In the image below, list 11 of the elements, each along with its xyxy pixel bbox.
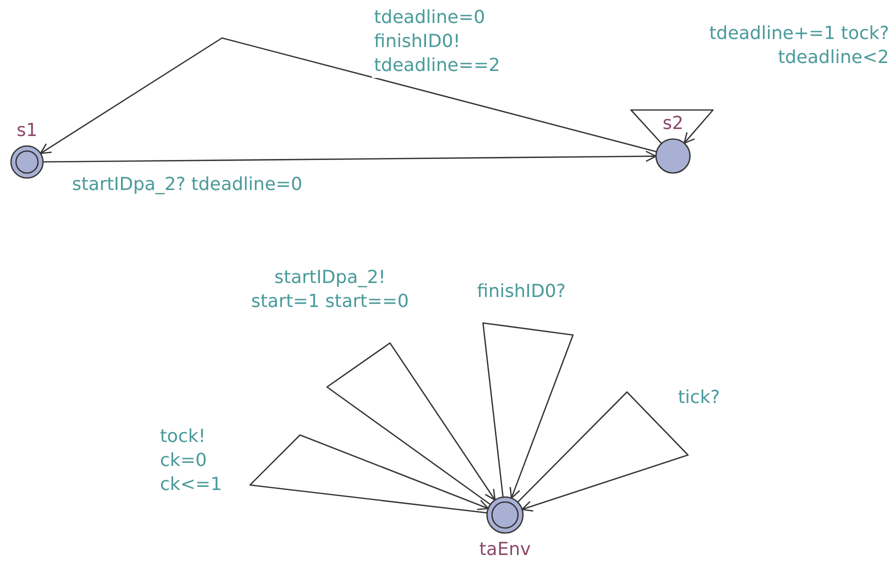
edge-label: startIDpa_2? tdeadline=0 [70,173,304,197]
transition-arrow [482,322,574,499]
transition-arrow [326,342,496,506]
transition-arrow [630,109,714,144]
state-name: s2 [662,114,684,134]
transition-arrow [40,37,657,154]
transition-arrow [43,150,657,163]
transition-arrow [249,434,489,514]
state-name: taEnv [478,540,532,560]
transition-arrow [517,391,689,512]
state-name: s1 [16,121,38,141]
